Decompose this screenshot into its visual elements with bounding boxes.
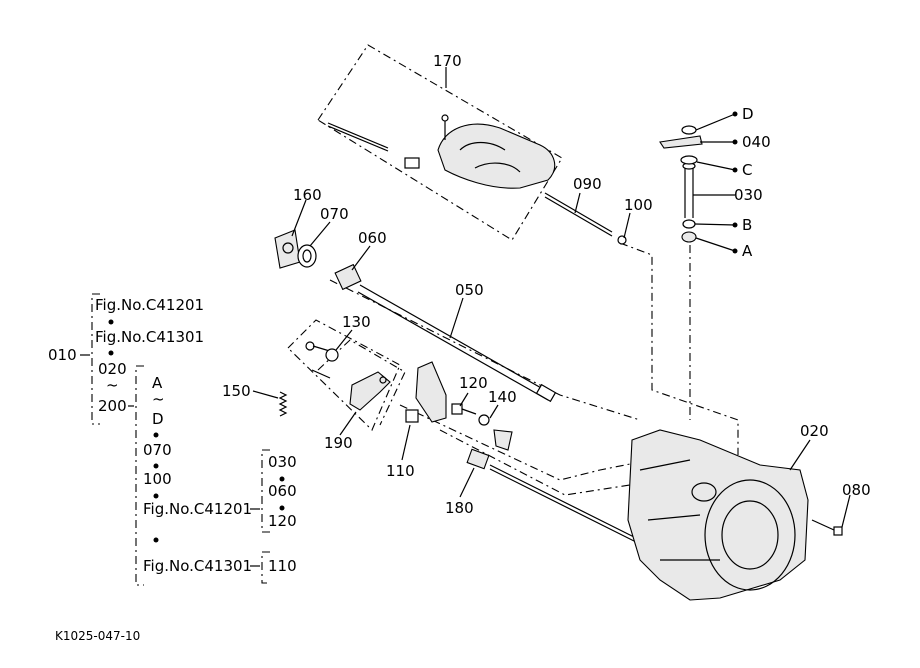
callout-labels: 170 160 070 060 090 100 050 130 150 190 … — [222, 52, 871, 517]
shift-rod-030-part — [659, 125, 703, 243]
callout-d: D — [742, 105, 754, 123]
legend-col2-dot1 — [153, 432, 159, 438]
callout-080: 080 — [842, 481, 871, 499]
callout-170: 170 — [433, 52, 462, 70]
legend-col1-fig2: Fig.No.C41301 — [95, 328, 204, 346]
legend-col2-070: 070 — [143, 441, 172, 459]
legend-col1-dot2 — [108, 350, 114, 356]
legend-col2-100: 100 — [143, 470, 172, 488]
callout-190: 190 — [324, 434, 353, 452]
callout-060: 060 — [358, 229, 387, 247]
callout-120: 120 — [459, 374, 488, 392]
legend-col2-fig2: Fig.No.C41301 — [143, 557, 252, 575]
rod-090-part — [544, 192, 627, 245]
legend-col1-tilde: ~ — [106, 376, 119, 394]
washer-140-part — [478, 414, 513, 451]
legend-tree: 010 Fig.No.C41201 Fig.No.C41301 020 ~ 20… — [48, 293, 297, 586]
bushing-060-part — [334, 263, 362, 291]
legend-col1-to: 200 — [98, 397, 127, 415]
legend-col2-tilde: ~ — [152, 390, 165, 408]
shaft-050-part — [357, 284, 557, 403]
leader-lines — [252, 67, 851, 528]
legend-col3b-110: 110 — [268, 557, 297, 575]
seal-070-part — [297, 244, 317, 268]
callout-040: 040 — [742, 133, 771, 151]
legend-col2-to: D — [152, 410, 164, 428]
legend-col2-dot2 — [153, 463, 159, 469]
bolt-120-part — [451, 403, 477, 415]
legend-col3a-030: 030 — [268, 453, 297, 471]
spring-150-part — [278, 391, 288, 417]
legend-col2-dot3 — [153, 493, 159, 499]
lever-180-part — [466, 448, 641, 545]
callout-020: 020 — [800, 422, 829, 440]
callout-110: 110 — [386, 462, 415, 480]
legend-root: 010 — [48, 346, 77, 364]
figure-code: K1025-047-10 — [55, 629, 140, 643]
callout-a: A — [742, 242, 753, 260]
legend-col1-from: 020 — [98, 360, 127, 378]
callout-090: 090 — [573, 175, 602, 193]
plate-110-part — [405, 361, 447, 423]
legend-col3a-120: 120 — [268, 512, 297, 530]
legend-col1-fig1: Fig.No.C41201 — [95, 296, 204, 314]
bullet-a — [732, 248, 738, 254]
bracket-160-part — [274, 229, 301, 269]
case-020-part — [627, 429, 843, 601]
fork-190-part — [311, 369, 391, 411]
bullet-040 — [732, 139, 738, 145]
callout-140: 140 — [488, 388, 517, 406]
callout-030: 030 — [734, 186, 763, 204]
bullet-b — [732, 222, 738, 228]
callout-180: 180 — [445, 499, 474, 517]
legend-col3a-dot1 — [279, 476, 285, 482]
cover-170-part — [327, 114, 556, 189]
callout-100: 100 — [624, 196, 653, 214]
callout-130: 130 — [342, 313, 371, 331]
callout-c: C — [742, 161, 752, 179]
bullet-d — [732, 111, 738, 117]
legend-col2-dot4 — [153, 537, 159, 543]
callout-160: 160 — [293, 186, 322, 204]
legend-col2-from: A — [152, 374, 163, 392]
callout-050: 050 — [455, 281, 484, 299]
callout-150: 150 — [222, 382, 251, 400]
pin-130-part — [305, 341, 339, 362]
callout-070: 070 — [320, 205, 349, 223]
legend-col3a-060: 060 — [268, 482, 297, 500]
callout-b: B — [742, 216, 752, 234]
bullet-c — [732, 167, 738, 173]
legend-col3a-dot2 — [279, 505, 285, 511]
legend-col1-dot1 — [108, 319, 114, 325]
legend-col2-fig1: Fig.No.C41201 — [143, 500, 252, 518]
